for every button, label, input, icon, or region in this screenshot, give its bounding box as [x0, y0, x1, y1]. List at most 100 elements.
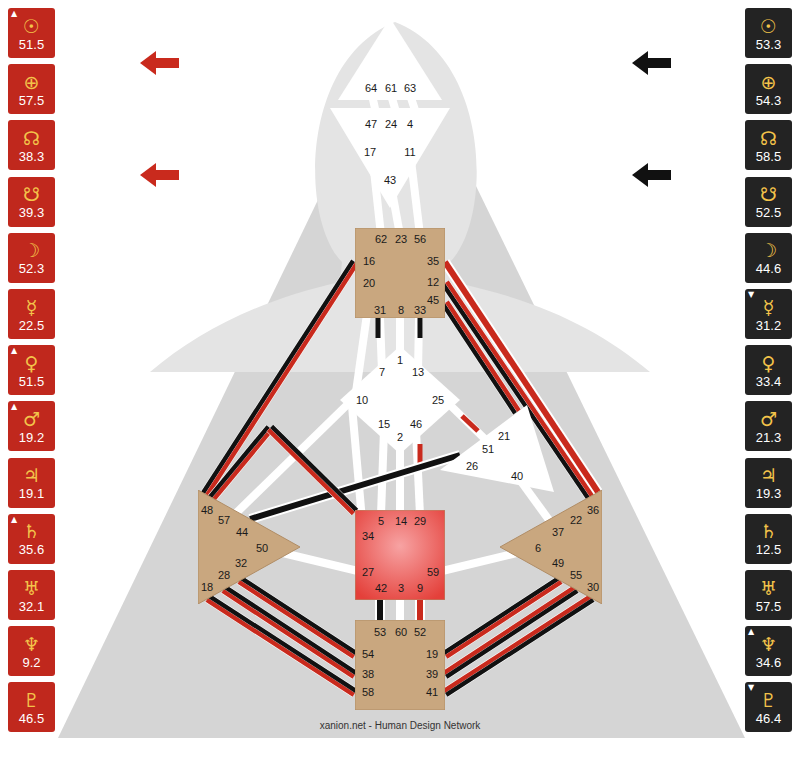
center-shape: 1713102515246: [340, 346, 460, 454]
planet-box: ♀33.4: [745, 345, 792, 395]
channel: [444, 587, 578, 677]
gate-number: 60: [395, 627, 407, 638]
planet-box: ♃19.3: [745, 458, 792, 508]
channel: [444, 578, 562, 657]
gate-number: 1: [397, 355, 403, 366]
planet-box: ☿22.5: [8, 289, 55, 339]
gate-number: 2: [397, 432, 403, 443]
planet-symbol: ♂: [23, 408, 40, 430]
gate-number: 3: [398, 583, 404, 594]
planet-value: 32.1: [19, 599, 44, 614]
gate-number: 43: [384, 175, 396, 186]
planet-value: 38.3: [19, 149, 44, 164]
planet-box: ♄12.5: [745, 514, 792, 564]
planet-value: 46.4: [756, 711, 781, 726]
gate-number: 24: [385, 119, 397, 130]
planet-box: ▲ ♆34.6: [745, 626, 792, 676]
planet-value: 39.3: [19, 205, 44, 220]
planet-symbol: ☊: [23, 127, 40, 149]
gate-number: 5: [378, 516, 384, 527]
gate-number: 55: [570, 570, 582, 581]
planet-value: 35.6: [19, 542, 44, 557]
planet-symbol: ☽: [760, 239, 777, 261]
gate-number: 49: [552, 558, 564, 569]
channel: [223, 587, 357, 677]
channel-stroke: [445, 303, 517, 412]
gate-number: 12: [427, 277, 439, 288]
gate-number: 64: [365, 83, 377, 94]
watermark: xanion.net - Human Design Network: [320, 720, 481, 731]
planet-symbol: ♆: [760, 633, 777, 655]
channel-stroke: [203, 261, 353, 493]
center-shape: 47244171143: [328, 106, 452, 210]
activation-marker: ▼: [748, 290, 754, 299]
planet-value: 21.3: [756, 430, 781, 445]
planet-symbol: ♄: [23, 520, 40, 542]
channel-stroke: [445, 598, 592, 693]
gate-number: 52: [414, 627, 426, 638]
channel-stroke: [270, 428, 355, 512]
channel-stroke: [207, 600, 354, 695]
planet-box: ☊58.5: [745, 120, 792, 170]
gate-number: 7: [379, 367, 385, 378]
center-shape: 622356163520124531833: [355, 228, 445, 318]
channel-stroke: [445, 580, 560, 655]
activation-marker: ▲: [748, 627, 754, 636]
channel: [420, 600, 421, 620]
gate-number: 35: [427, 256, 439, 267]
channel-stroke: [377, 600, 383, 620]
center-outline: [440, 405, 554, 492]
gate-number: 21: [498, 431, 510, 442]
planet-symbol: ⊕: [761, 71, 777, 93]
gate-number: 8: [398, 305, 404, 316]
channel-stroke: [223, 591, 354, 677]
channel: [239, 578, 357, 657]
gate-number: 48: [201, 505, 213, 516]
planet-value: 53.3: [756, 37, 781, 52]
activation-marker: ▲: [11, 402, 17, 411]
planet-value: 31.2: [756, 318, 781, 333]
gate-number: 17: [364, 147, 376, 158]
planet-box: ⊕57.5: [8, 64, 55, 114]
gate-number: 34: [362, 531, 374, 542]
gate-number: 39: [426, 669, 438, 680]
channel-stroke: [224, 589, 355, 675]
gate-number: 16: [363, 256, 375, 267]
planet-value: 51.5: [19, 374, 44, 389]
planet-value: 19.1: [19, 486, 44, 501]
gate-number: 41: [426, 687, 438, 698]
channel: [203, 261, 357, 495]
channel-stroke: [209, 596, 356, 691]
channel-stroke: [417, 600, 423, 620]
planet-symbol: ☊: [760, 127, 777, 149]
gate-number: 6: [535, 543, 541, 554]
center-outline: [500, 490, 602, 604]
gate-number: 53: [374, 627, 386, 638]
gate-number: 26: [466, 461, 478, 472]
channel-stroke: [207, 263, 357, 495]
gate-number: 56: [414, 234, 426, 245]
planet-box: ♅32.1: [8, 570, 55, 620]
gate-number: 57: [218, 515, 230, 526]
activation-marker: ▲: [11, 346, 17, 355]
planet-value: 57.5: [19, 93, 44, 108]
channel-stroke: [268, 430, 353, 514]
planet-symbol: ♂: [760, 408, 777, 430]
planet-value: 51.5: [19, 37, 44, 52]
channel-stroke: [447, 302, 519, 411]
channel-stroke: [205, 262, 355, 494]
gate-number: 15: [378, 419, 390, 430]
gate-number: 62: [375, 234, 387, 245]
planet-box: ▼♇46.4: [745, 682, 792, 732]
planet-symbol: ♅: [23, 577, 40, 599]
planet-value: 12.5: [756, 542, 781, 557]
planet-value: 19.3: [756, 486, 781, 501]
planet-value: 34.6: [756, 655, 781, 670]
center-polygon: [198, 490, 300, 604]
planet-box: ☽52.3: [8, 233, 55, 283]
gate-number: 22: [570, 515, 582, 526]
planet-value: 54.3: [756, 93, 781, 108]
channel-stroke: [225, 587, 356, 673]
center-shape: 3622376495530: [500, 490, 602, 604]
activation-marker: ▲: [11, 515, 17, 524]
